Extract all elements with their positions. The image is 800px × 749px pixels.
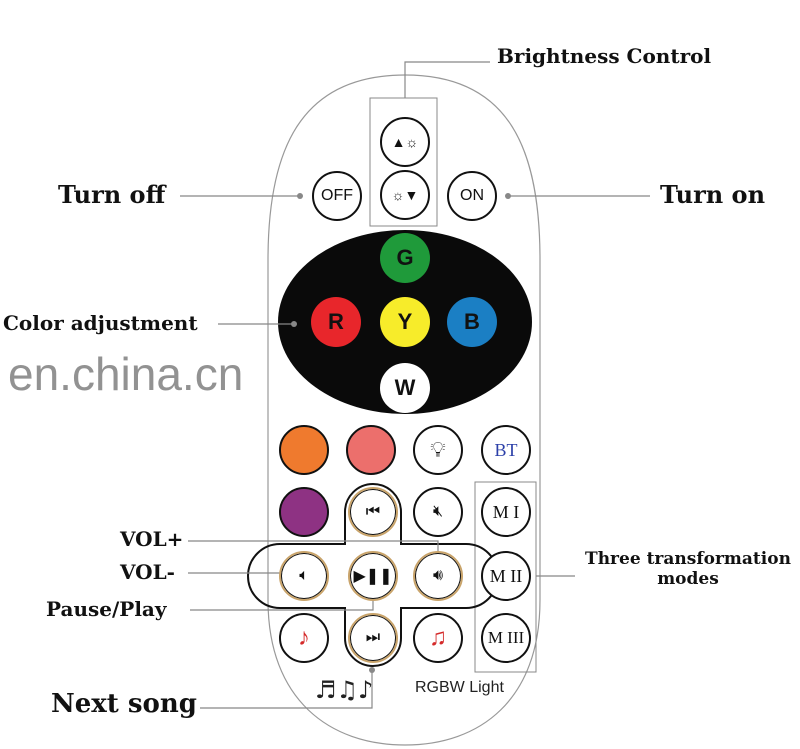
bt-button[interactable]: BT (481, 425, 531, 475)
label-modes-line2: modes (657, 569, 719, 589)
white-button[interactable]: W (380, 363, 430, 413)
brightness-up-icon: ▲☼ (391, 134, 419, 150)
light-bulb-button[interactable]: 💡︎ (413, 425, 463, 475)
label-next-song: Next song (51, 689, 197, 719)
label-turn-on: Turn on (660, 180, 766, 209)
music-staff-icon: ♬♫♪ (315, 676, 374, 704)
label-turn-off: Turn off (58, 180, 166, 209)
label-vol-down: VOL- (120, 560, 175, 584)
mute-button[interactable]: 🔇︎ (413, 487, 463, 537)
green-button[interactable]: G (380, 233, 430, 283)
brightness-box (369, 97, 438, 227)
previous-icon: ⏮ (365, 503, 381, 520)
volume-down-button[interactable]: 🔈︎ (279, 551, 329, 601)
off-button[interactable]: OFF (312, 171, 362, 221)
brightness-down-icon: ☼▼ (391, 187, 419, 203)
light-bulb-icon: 💡︎ (430, 437, 446, 462)
yellow-button[interactable]: Y (380, 297, 430, 347)
volume-down-icon: 🔈︎ (299, 567, 309, 584)
brand-label: RGBW Light (415, 679, 504, 696)
watermark: en.china.cn (8, 348, 244, 400)
mode-2-button[interactable]: M II (481, 551, 531, 601)
label-modes-line1: Three transformation (585, 549, 791, 569)
volume-up-icon: 🔊︎ (432, 567, 444, 584)
music-mode-1-button[interactable]: ♪ (279, 613, 329, 663)
next-button[interactable]: ⏭ (348, 613, 398, 663)
volume-up-button[interactable]: 🔊︎ (413, 551, 463, 601)
pink-button[interactable] (346, 425, 396, 475)
mode-1-button[interactable]: M I (481, 487, 531, 537)
label-vol-up: VOL+ (120, 527, 184, 551)
next-icon: ⏭ (365, 629, 381, 646)
play-pause-icon: ▶❚❚ (353, 568, 393, 585)
blue-button[interactable]: B (447, 297, 497, 347)
dpad-cross (247, 483, 499, 667)
music-note-icon: ♪ (298, 624, 310, 651)
on-button[interactable]: ON (447, 171, 497, 221)
label-pause-play: Pause/Play (46, 597, 167, 621)
music-mode-2-button[interactable]: ♫ (413, 613, 463, 663)
label-color: Color adjustment (3, 311, 198, 335)
red-button[interactable]: R (311, 297, 361, 347)
brightness-down-button[interactable]: ☼▼ (380, 170, 430, 220)
modes-box (474, 481, 537, 673)
orange-button[interactable] (279, 425, 329, 475)
label-brightness: Brightness Control (497, 44, 712, 68)
mute-icon: 🔇︎ (432, 503, 444, 520)
remote-body (267, 74, 541, 746)
play-pause-button[interactable]: ▶❚❚ (348, 551, 398, 601)
music-notes-icon: ♫ (429, 624, 447, 651)
brightness-up-button[interactable]: ▲☼ (380, 117, 430, 167)
mode-3-button[interactable]: M III (481, 613, 531, 663)
previous-button[interactable]: ⏮ (348, 487, 398, 537)
purple-button[interactable] (279, 487, 329, 537)
